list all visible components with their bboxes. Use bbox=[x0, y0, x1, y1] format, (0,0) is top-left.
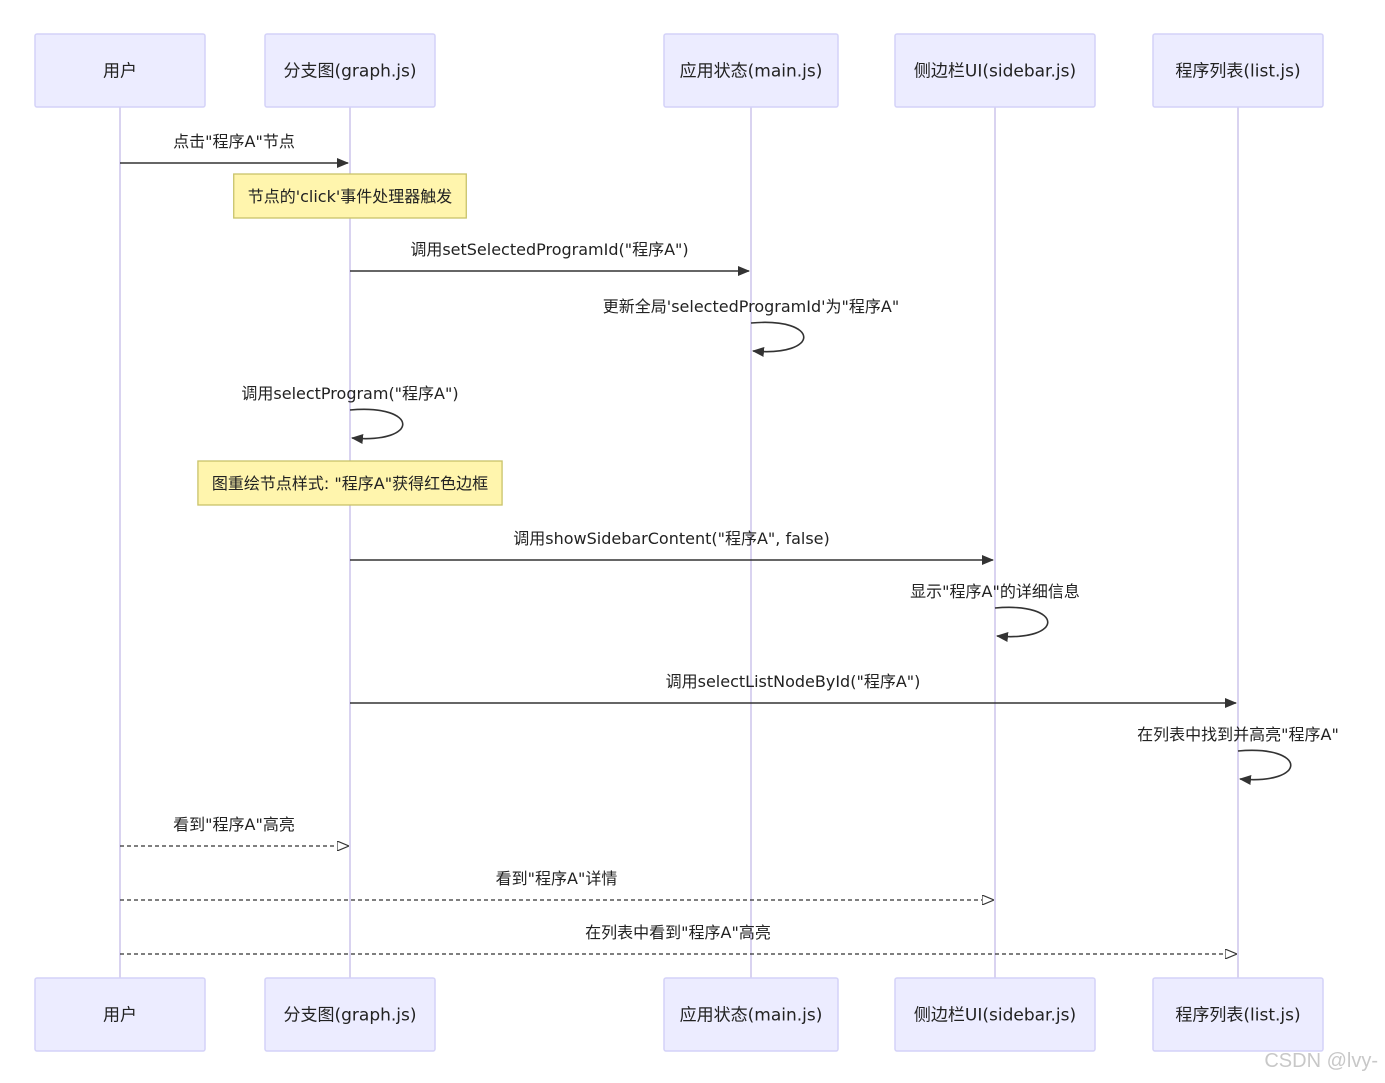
actor-user-top: 用户 bbox=[34, 33, 206, 108]
self-message-label: 更新全局'selectedProgramId'为"程序A" bbox=[603, 297, 899, 316]
actor-label: 分支图(graph.js) bbox=[283, 1006, 416, 1026]
message-arrow: 调用setSelectedProgramId("程序A") bbox=[350, 240, 750, 276]
watermark-text: CSDN @lvy- bbox=[1264, 1050, 1378, 1072]
note: 节点的'click'事件处理器触发 bbox=[233, 173, 467, 219]
actor-label: 程序列表(list.js) bbox=[1175, 1006, 1300, 1026]
actor-main-top: 应用状态(main.js) bbox=[663, 33, 839, 108]
message-arrow: 看到"程序A"高亮 bbox=[120, 815, 348, 846]
actor-main-bottom: 应用状态(main.js) bbox=[663, 977, 839, 1052]
self-loop-line bbox=[994, 606, 1049, 642]
note-box bbox=[197, 460, 503, 506]
message-label: 调用setSelectedProgramId("程序A") bbox=[410, 240, 688, 259]
actor-label: 用户 bbox=[103, 1006, 137, 1026]
actor-label: 分支图(graph.js) bbox=[283, 62, 416, 82]
message-label: 调用selectListNodeById("程序A") bbox=[666, 672, 921, 691]
note-text: 节点的'click'事件处理器触发 bbox=[248, 187, 453, 206]
actor-sidebar-bottom: 侧边栏UI(sidebar.js) bbox=[894, 977, 1096, 1052]
actor-label: 侧边栏UI(sidebar.js) bbox=[914, 62, 1076, 82]
self-message-label: 调用selectProgram("程序A") bbox=[241, 384, 458, 403]
actor-label: 应用状态(main.js) bbox=[680, 62, 823, 82]
actor-user-bottom: 用户 bbox=[34, 977, 206, 1052]
actor-label: 侧边栏UI(sidebar.js) bbox=[914, 1006, 1076, 1026]
self-message: 调用selectProgram("程序A") bbox=[241, 384, 459, 444]
message-arrow: 点击"程序A"节点 bbox=[120, 132, 349, 168]
actor-box bbox=[894, 33, 1096, 108]
message-arrow: 在列表中看到"程序A"高亮 bbox=[120, 923, 1236, 954]
self-message-label: 显示"程序A"的详细信息 bbox=[910, 582, 1080, 601]
note: 图重绘节点样式: "程序A"获得红色边框 bbox=[197, 460, 503, 506]
actor-box bbox=[663, 977, 839, 1052]
actor-label: 用户 bbox=[103, 62, 137, 82]
actor-list-bottom: 程序列表(list.js) bbox=[1152, 977, 1324, 1052]
actor-box bbox=[264, 33, 436, 108]
actor-box bbox=[894, 977, 1096, 1052]
message-arrow: 调用showSidebarContent("程序A", false) bbox=[350, 529, 994, 565]
actor-box bbox=[663, 33, 839, 108]
self-message: 在列表中找到并高亮"程序A" bbox=[1137, 725, 1339, 785]
actor-graph-bottom: 分支图(graph.js) bbox=[264, 977, 436, 1052]
message-arrow: 看到"程序A"详情 bbox=[120, 869, 993, 900]
actor-box bbox=[1152, 977, 1324, 1052]
self-message-label: 在列表中找到并高亮"程序A" bbox=[1137, 725, 1339, 744]
message-label: 看到"程序A"详情 bbox=[496, 869, 618, 888]
message-arrow: 调用selectListNodeById("程序A") bbox=[350, 672, 1237, 708]
actor-label: 程序列表(list.js) bbox=[1175, 62, 1300, 82]
message-label: 点击"程序A"节点 bbox=[173, 132, 295, 151]
actor-graph-top: 分支图(graph.js) bbox=[264, 33, 436, 108]
note-box bbox=[233, 173, 467, 219]
self-loop-line bbox=[349, 408, 404, 444]
self-message: 显示"程序A"的详细信息 bbox=[910, 582, 1080, 642]
actor-list-top: 程序列表(list.js) bbox=[1152, 33, 1324, 108]
actor-box bbox=[34, 33, 206, 108]
actor-label: 应用状态(main.js) bbox=[680, 1006, 823, 1026]
message-label: 调用showSidebarContent("程序A", false) bbox=[513, 529, 830, 548]
message-label: 在列表中看到"程序A"高亮 bbox=[585, 923, 771, 942]
message-label: 看到"程序A"高亮 bbox=[173, 815, 295, 834]
actor-box bbox=[1152, 33, 1324, 108]
note-text: 图重绘节点样式: "程序A"获得红色边框 bbox=[212, 474, 488, 493]
self-message: 更新全局'selectedProgramId'为"程序A" bbox=[603, 297, 899, 357]
actor-box bbox=[34, 977, 206, 1052]
self-loop-line bbox=[1237, 749, 1292, 785]
actor-sidebar-top: 侧边栏UI(sidebar.js) bbox=[894, 33, 1096, 108]
actor-box bbox=[264, 977, 436, 1052]
self-loop-line bbox=[750, 321, 805, 357]
